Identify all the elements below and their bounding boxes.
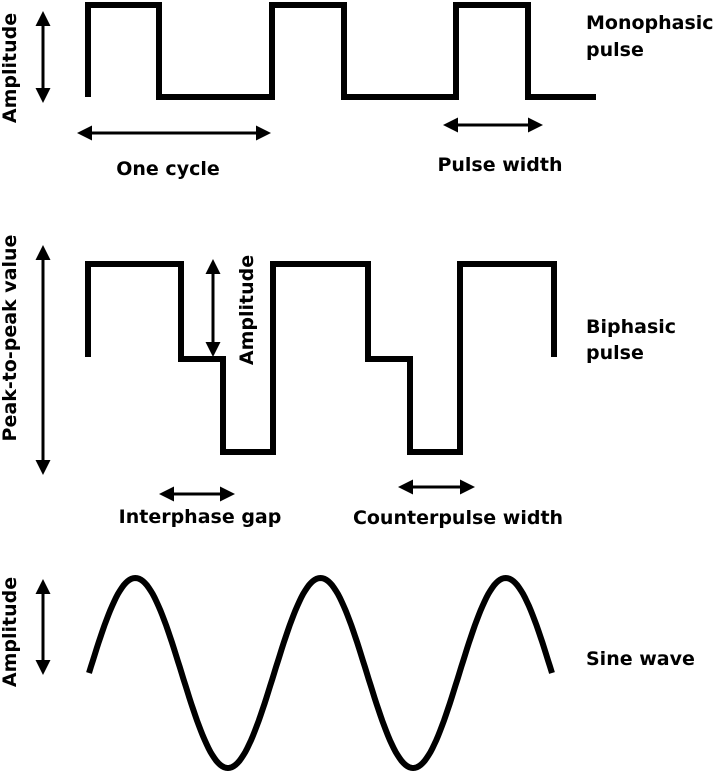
biphasic-title-line1: Biphasic [586,316,676,338]
monophasic-title-line1: Monophasic [586,12,714,34]
one-cycle-label: One cycle [116,158,220,180]
pulse-width-label: Pulse width [437,154,562,176]
biphasic-section: Peak-to-peak value Amplitude Interphase … [0,235,676,529]
biphasic-amplitude-label: Amplitude [236,255,258,365]
biphasic-waveform [85,261,557,455]
biphasic-title-line2: pulse [586,342,644,364]
interphase-gap-label: Interphase gap [119,506,282,528]
sine-section: Amplitude Sine wave [0,574,695,771]
peak-to-peak-label: Peak-to-peak value [0,235,21,442]
counterpulse-width-label: Counterpulse width [353,507,563,529]
sine-waveform [86,574,555,771]
monophasic-section: Amplitude One cycle Pulse width Monophas… [0,2,714,180]
monophasic-title-line2: pulse [586,39,644,61]
monophasic-waveform [85,2,596,100]
sine-amplitude-label: Amplitude [0,577,21,687]
sine-wave-title: Sine wave [586,648,695,670]
monophasic-amplitude-label: Amplitude [0,13,21,123]
